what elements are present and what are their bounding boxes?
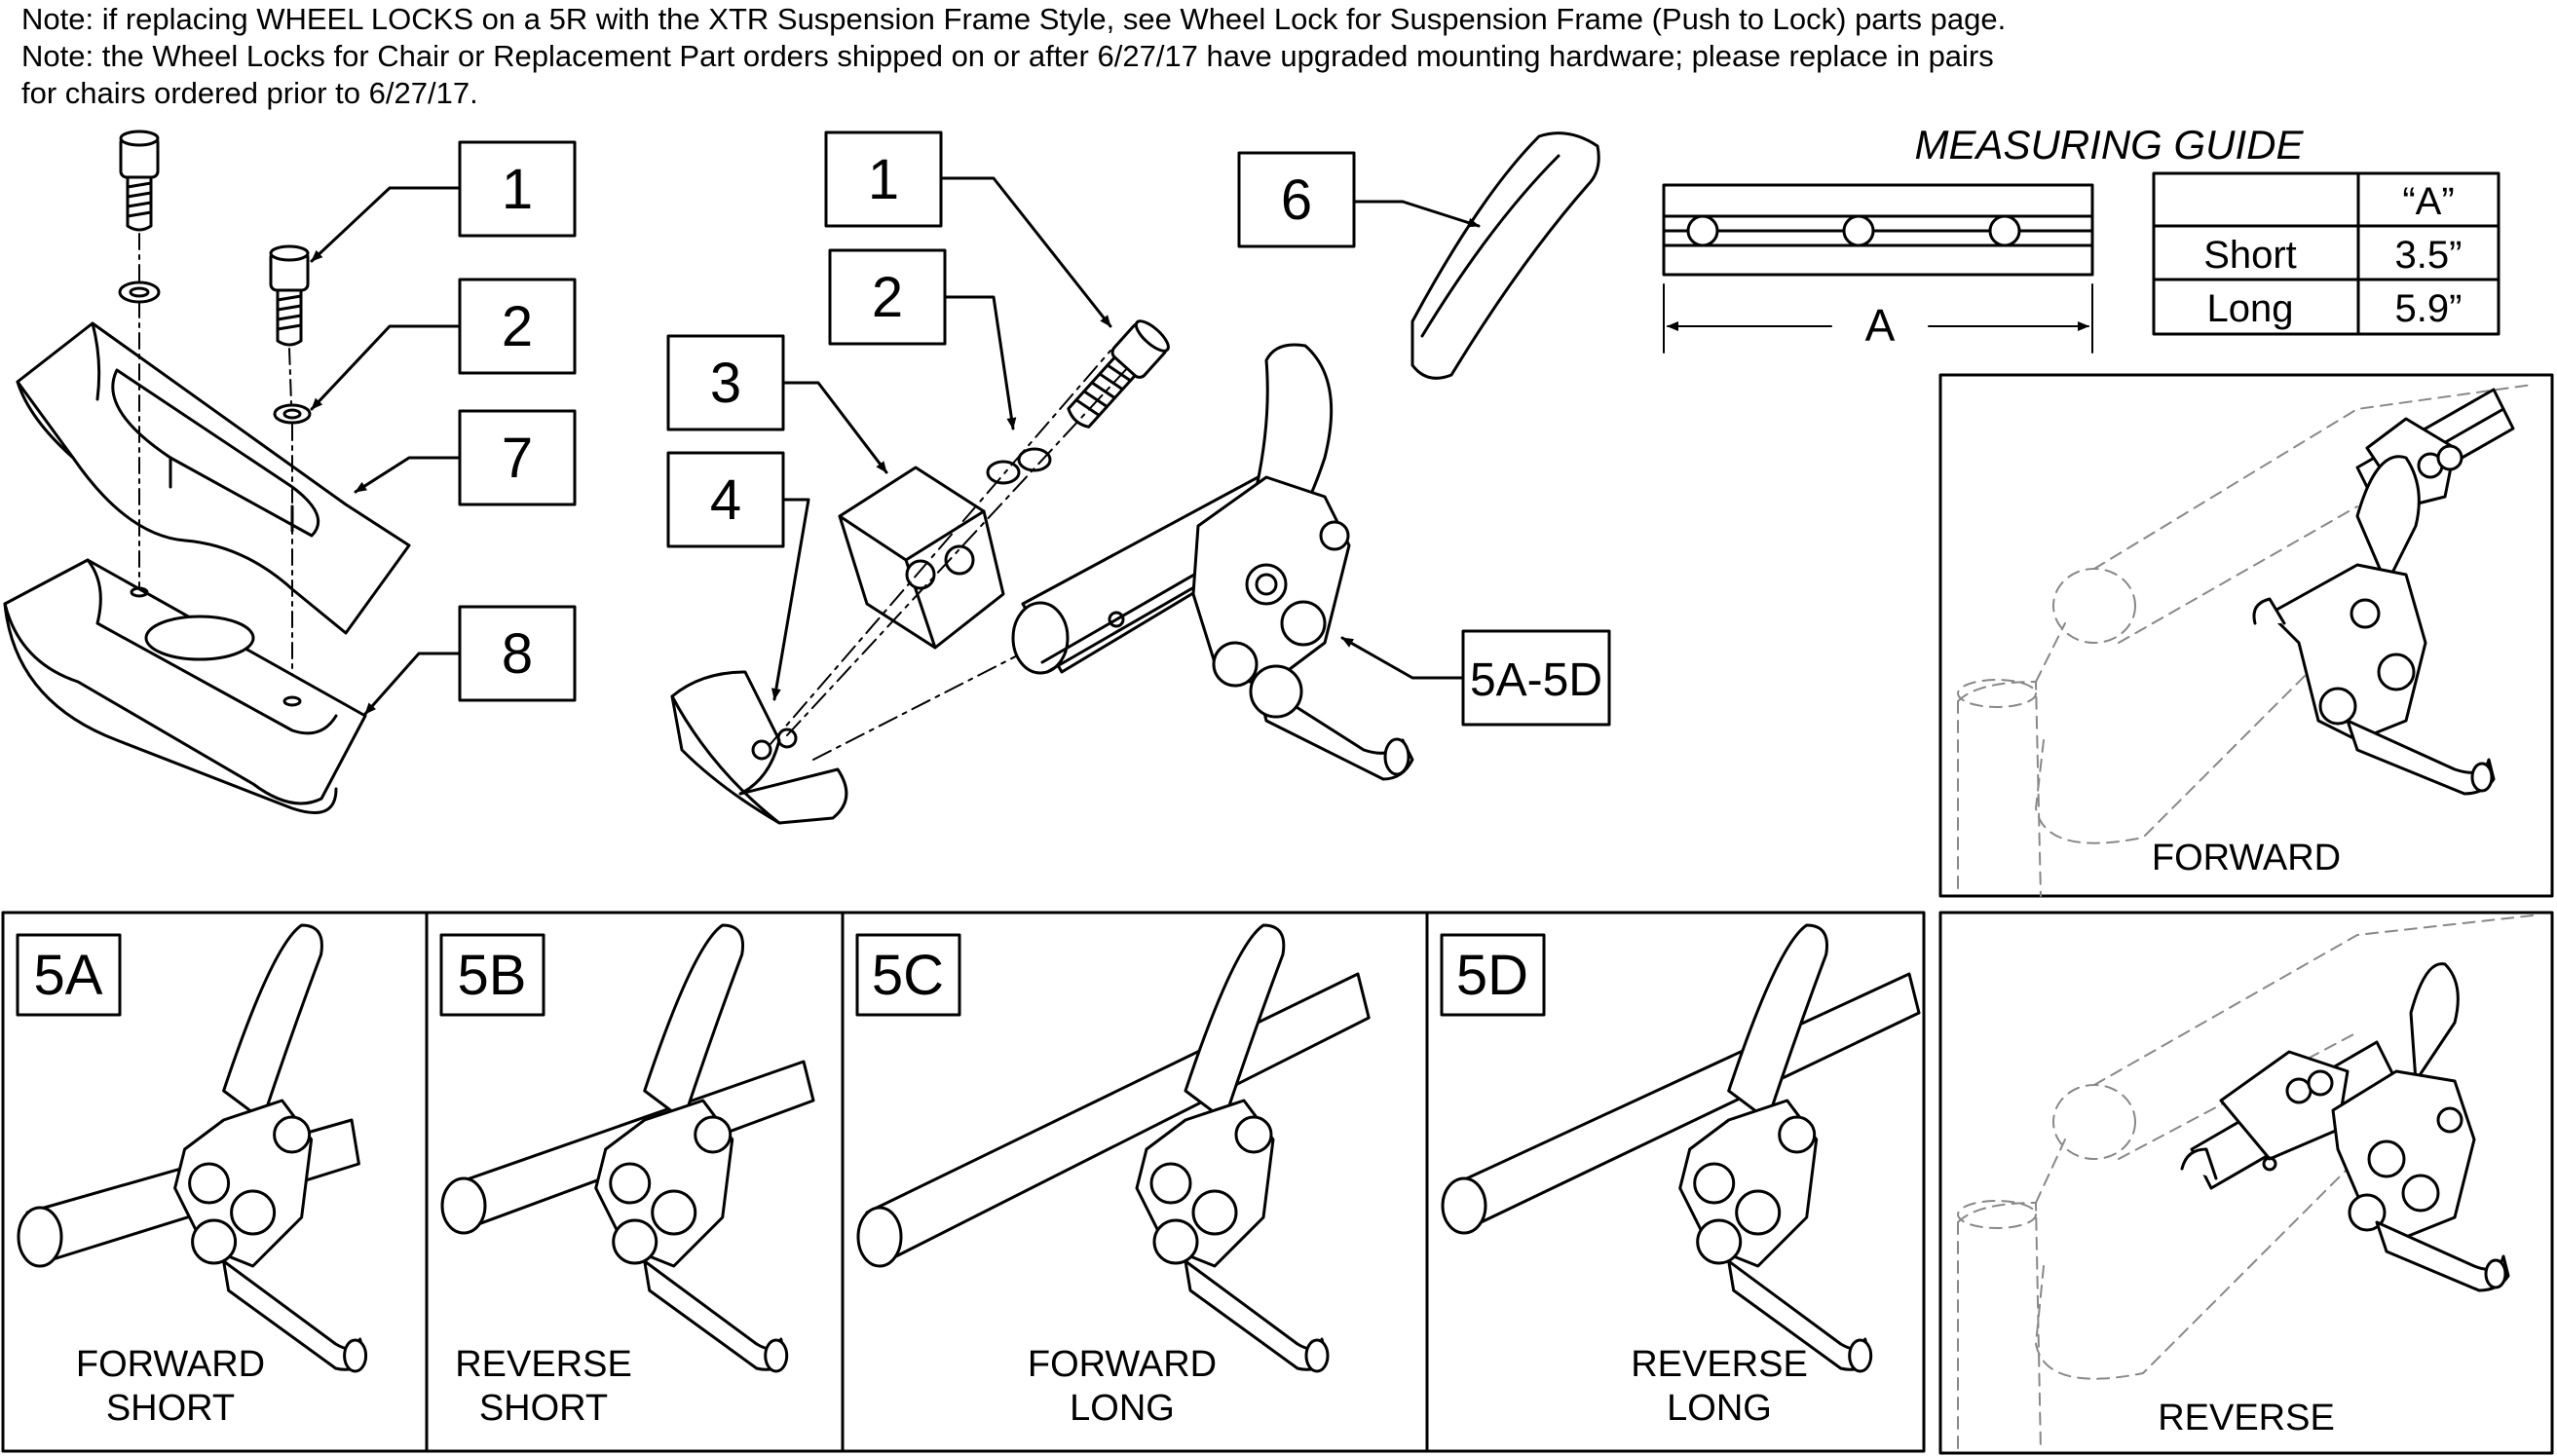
variant-caption-line1: REVERSE (455, 1344, 632, 1385)
svg-text:5A-5D: 5A-5D (1470, 654, 1602, 706)
note-line-2: Note: the Wheel Locks for Chair or Repla… (21, 39, 1994, 73)
curved-clamp (670, 670, 848, 825)
upper-clamp-half (16, 301, 411, 702)
clamp-exploded-view: 1 2 7 8 (3, 130, 577, 814)
reverse-view-label: REVERSE (2158, 1398, 2335, 1438)
callout-middle-3: 3 (666, 334, 888, 474)
measuring-guide: MEASURING GUIDE A “A” Short 3.5” Long 5.… (1662, 122, 2501, 354)
screw-top (118, 130, 161, 304)
svg-text:1: 1 (868, 148, 899, 211)
svg-text:4: 4 (710, 468, 741, 532)
variant-caption-line2: SHORT (106, 1388, 235, 1429)
svg-text:6: 6 (1281, 168, 1312, 232)
measuring-table: “A” Short 3.5” Long 5.9” (2152, 171, 2501, 336)
lock-drawing (440, 923, 815, 1373)
lock-drawing (1441, 923, 1921, 1373)
note-line-1: Note: if replacing WHEEL LOCKS on a 5R w… (21, 2, 2007, 36)
variant-tag: 5A (34, 944, 103, 1007)
svg-text:“A”: “A” (2402, 180, 2454, 223)
svg-text:5.9”: 5.9” (2395, 287, 2463, 330)
variant-caption-line1: FORWARD (76, 1344, 265, 1385)
svg-text:3: 3 (710, 352, 741, 415)
middle-washer (986, 460, 1021, 485)
svg-text:Short: Short (2203, 234, 2297, 277)
svg-text:3.5”: 3.5” (2395, 234, 2463, 277)
variant-tag: 5C (872, 944, 944, 1007)
variant-caption-line2: SHORT (479, 1388, 608, 1429)
variant-tag: 5D (1456, 944, 1528, 1007)
variant-caption-line2: LONG (1667, 1388, 1772, 1429)
callout-left-7: 7 (354, 409, 577, 506)
variant-tag: 5B (458, 944, 527, 1007)
forward-view-label: FORWARD (2152, 838, 2341, 878)
mounting-block (838, 466, 1005, 650)
dimension-a-label: A (1865, 300, 1896, 351)
svg-text:7: 7 (502, 427, 533, 490)
svg-text:1: 1 (502, 158, 533, 221)
variant-caption-line2: LONG (1070, 1388, 1175, 1429)
callout-lever-5a-5d: 5A-5D (1340, 629, 1611, 727)
lock-assembly-exploded-view: 1 2 3 4 5A-5D (666, 131, 1611, 825)
measuring-guide-title: MEASURING GUIDE (1914, 122, 2304, 168)
variant-panels: 5AFORWARDSHORT5BREVERSESHORT5CFORWARDLON… (1, 911, 1926, 1453)
lock-lever (1191, 343, 1414, 781)
svg-text:2: 2 (872, 266, 903, 329)
reverse-view-panel: REVERSE (1938, 911, 2554, 1455)
screw-1 (269, 244, 312, 425)
callout-middle-1: 1 (824, 131, 1112, 328)
callout-middle-2: 2 (828, 248, 1017, 430)
lock-drawing (17, 923, 368, 1373)
svg-text:8: 8 (502, 622, 533, 686)
note-line-3: for chairs ordered prior to 6/27/17. (21, 76, 478, 110)
lower-clamp-half (3, 558, 367, 814)
variant-caption-line1: FORWARD (1028, 1344, 1217, 1385)
middle-screw (1067, 319, 1170, 429)
forward-view-panel: FORWARD (1938, 373, 2554, 898)
callout-left-2: 2 (310, 278, 577, 411)
part-6-pad: 6 (1237, 131, 1600, 380)
variant-caption-line1: REVERSE (1631, 1344, 1808, 1385)
svg-text:Long: Long (2207, 287, 2294, 330)
callout-left-1: 1 (310, 140, 577, 263)
lock-drawing (856, 923, 1371, 1373)
svg-text:2: 2 (502, 295, 533, 358)
callout-left-8: 8 (363, 605, 577, 716)
callout-middle-4: 4 (666, 451, 810, 701)
